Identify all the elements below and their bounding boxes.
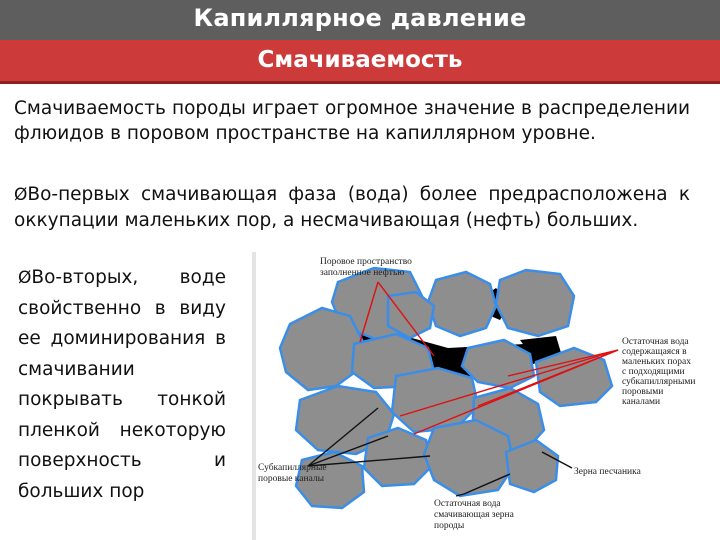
header-top-band bbox=[0, 0, 720, 40]
sandstone-grains bbox=[278, 266, 614, 510]
intro-paragraph: Смачиваемость породы играет огромное зна… bbox=[14, 98, 690, 144]
label-residual-small-5: субкапиллярными bbox=[622, 376, 695, 387]
label-residual-film-1: Остаточная вода bbox=[434, 499, 501, 509]
label-grains: Зерна песчаника bbox=[574, 467, 642, 477]
label-residual-film-3: породы bbox=[434, 521, 465, 531]
label-residual-small-3: маленьких порах bbox=[622, 357, 691, 367]
header-bottom-band bbox=[0, 40, 720, 84]
slide-title: Капиллярное давление bbox=[193, 4, 527, 32]
diagram-left-frame bbox=[252, 252, 256, 540]
label-residual-small-4: с подходящими bbox=[622, 367, 685, 377]
sandstone-pore-diagram: Поровое пространство заполненное нефтью … bbox=[238, 244, 720, 540]
pointer-oil-lines bbox=[359, 281, 435, 357]
bullet-arrow-icon: Ø bbox=[14, 185, 28, 205]
bullet-second: ØВо-вторых, воде свойственно в виду ее д… bbox=[18, 263, 226, 507]
pointer-residual-small-lines bbox=[399, 349, 619, 435]
label-oil-pore-2: заполненное нефтью bbox=[320, 267, 404, 278]
bullet-first: ØВо-первых смачивающая фаза (вода) более… bbox=[14, 182, 690, 233]
label-residual-small-7: каналами bbox=[622, 397, 660, 407]
label-residual-small-6: поровыми bbox=[622, 387, 663, 397]
bullet-second-text: Во-вторых, воде свойственно в виду ее до… bbox=[18, 267, 226, 502]
bullet-arrow-icon: Ø bbox=[18, 268, 32, 288]
label-residual-small-1: Остаточная вода bbox=[622, 337, 689, 347]
label-residual-film-2: смачивающая зерна bbox=[434, 510, 515, 520]
label-subcap-1: Субкапиллярные bbox=[258, 462, 327, 473]
slide-subtitle: Смачиваемость bbox=[257, 47, 463, 73]
pointer-film-lines bbox=[455, 473, 511, 497]
label-subcap-2: поровые каналы bbox=[258, 474, 325, 484]
bullet-first-text: Во-первых смачивающая фаза (вода) более … bbox=[14, 184, 690, 231]
label-oil-pore-1: Поровое пространство bbox=[320, 257, 412, 267]
pointer-grains-line bbox=[541, 451, 573, 469]
pointer-subcap-lines bbox=[307, 407, 431, 467]
label-residual-small-2: содержащаяся в bbox=[622, 347, 687, 357]
